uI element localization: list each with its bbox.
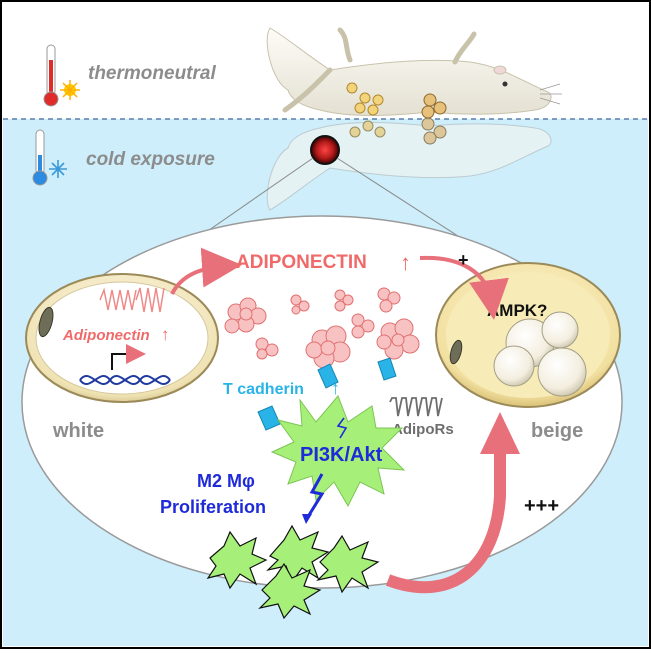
pi3k-akt-label: PI3K/Akt [300,444,383,466]
adiponectin-hmw-complex [224,297,267,334]
cold-thermometer-icon [32,129,67,186]
cold-exposure-label: cold exposure [86,149,215,170]
m2-macrophage [266,524,330,584]
adiponectin-complex [334,289,354,312]
white-cell-label: white [52,420,104,442]
adiponectin-complex [351,313,375,339]
adiponectin-title: ADIPONECTIN [236,252,367,273]
mouse-thermoneutral [266,27,562,119]
beige-cell-label: beige [531,420,583,442]
t-cadherin-receptors [257,357,397,431]
ampk-label: AMPK? [487,301,547,320]
adiponectin-gene-label: Adiponectin [62,327,150,344]
adiponectin-complex [290,294,310,315]
adipors-label: AdipoRs [392,421,454,438]
m2-macrophages [206,524,380,620]
m2-macrophage-label: M2 Mφ [197,471,255,491]
m2-macrophage [316,534,380,594]
proliferation-label: Proliferation [160,497,266,517]
secretion-arrow [170,247,242,295]
pi3k-akt-burst [270,395,406,508]
proliferation-bolt-head [302,514,312,524]
adiponectin-gene-up-arrow-icon: ↑ [161,325,170,344]
macrophage-to-beige-arrowhead [480,412,520,454]
adiponectin-hmw-complex [376,318,420,360]
adiponectin-complexes [224,287,420,369]
triple-plus-label: +++ [524,495,559,517]
macrophage-to-beige-arrow [385,450,506,594]
m2-macrophage [206,530,268,590]
warm-thermometer-icon [43,44,80,107]
adipors-receptor [389,397,443,417]
thermoneutral-label: thermoneutral [88,63,216,84]
adiponectin-hmw-complex [305,325,351,369]
adiponectin-complex [255,337,279,360]
zoom-spot [310,135,340,165]
beige-adipocyte [435,262,621,408]
signal-bolt-icon [336,417,348,439]
adiponectin-complex [377,287,401,313]
m2-macrophage [258,562,322,620]
white-adipocyte [25,273,219,403]
adiponectin-to-beige-arrow [419,255,509,320]
plus-sign: + [458,250,469,270]
t-cadherin-up-arrow-icon: ↑ [331,378,340,398]
t-cadherin-label: T cadherin [223,381,304,398]
proliferation-bolt-icon [304,473,325,521]
adiponectin-up-arrow-icon: ↑ [400,250,411,275]
